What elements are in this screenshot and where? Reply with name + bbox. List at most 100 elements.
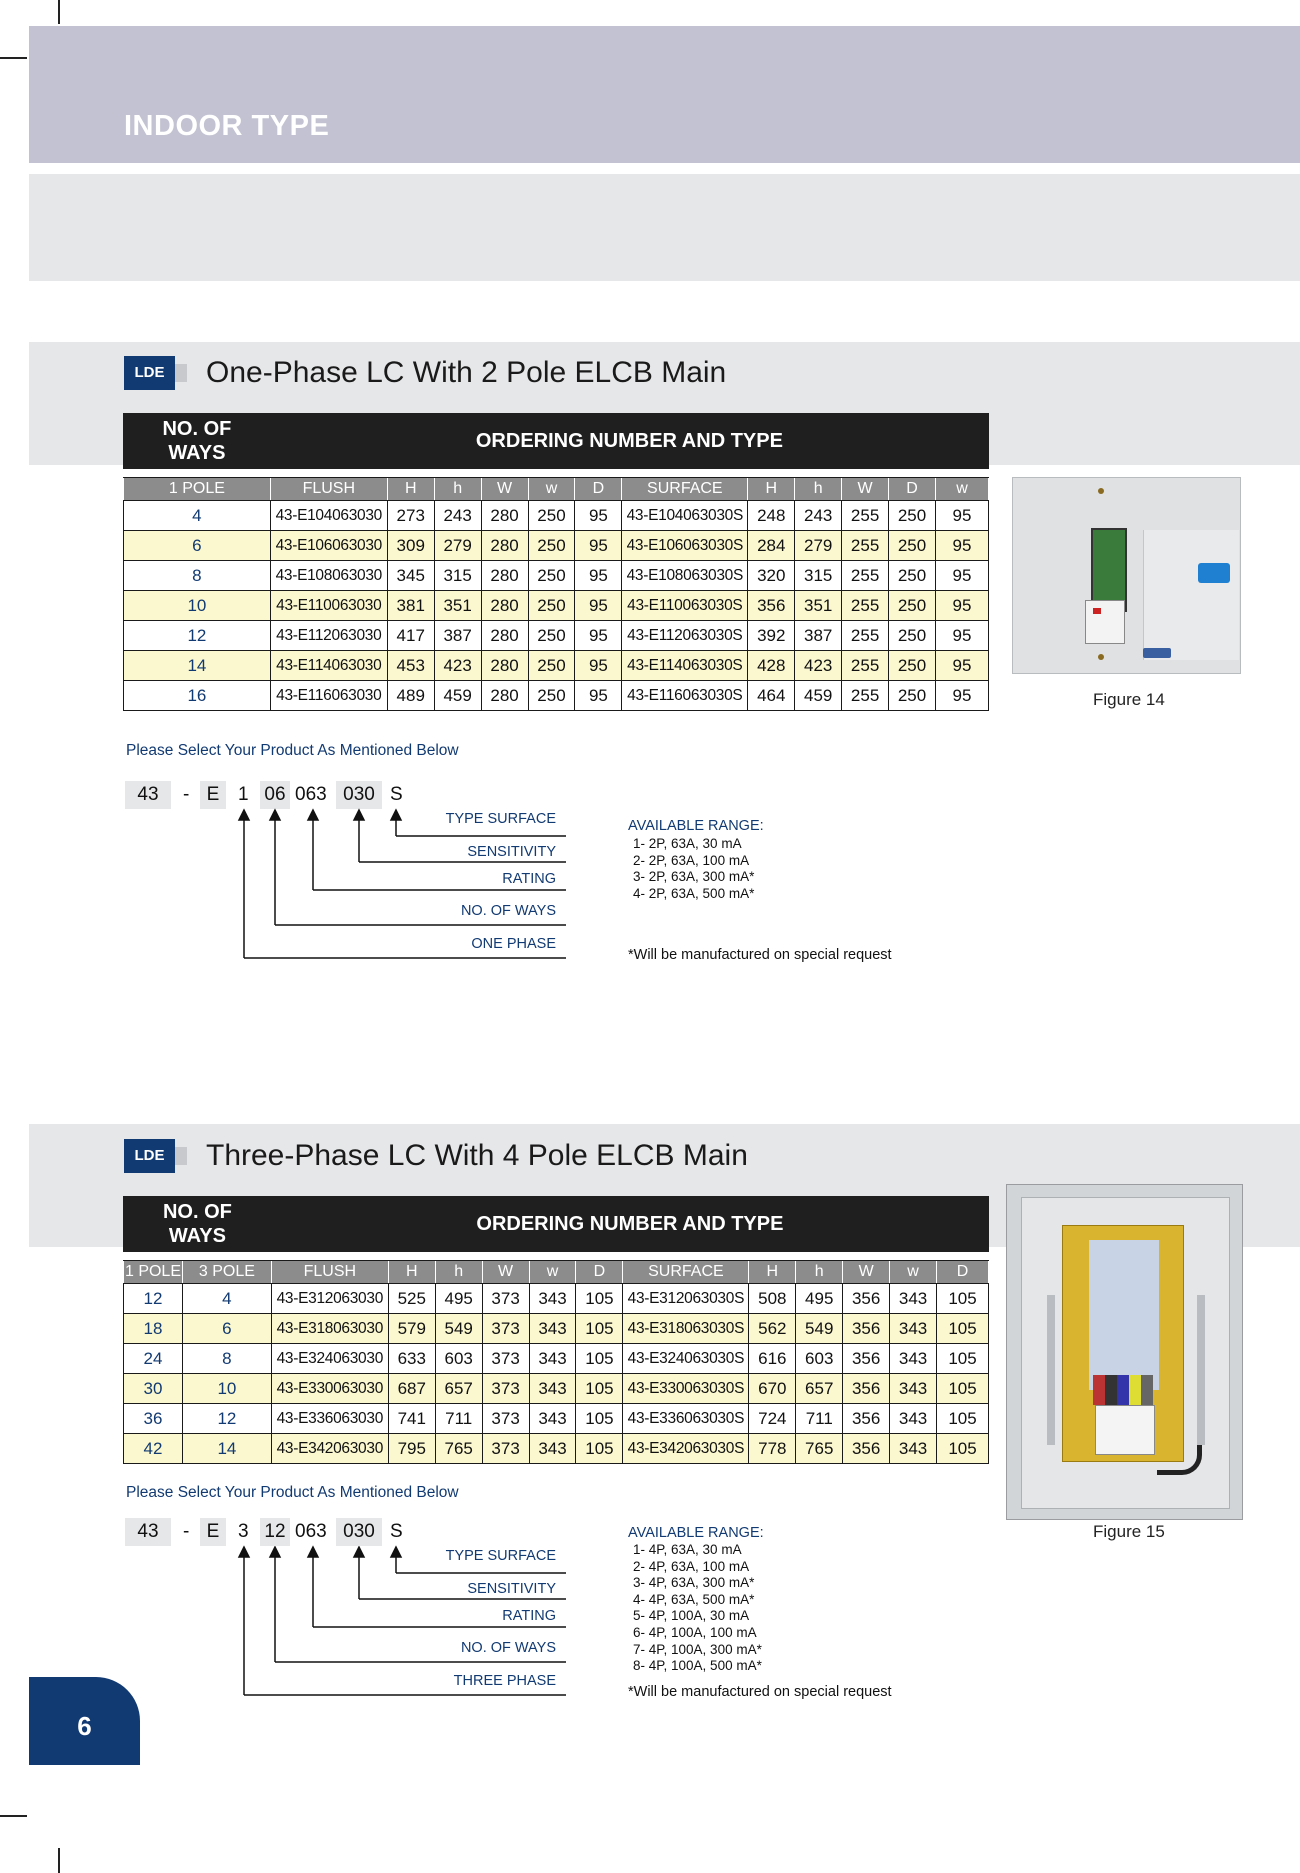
range-title: AVAILABLE RANGE:: [628, 818, 764, 834]
select-note: Please Select Your Product As Mentioned …: [126, 1484, 459, 1501]
table-cell: 459: [794, 680, 843, 711]
figure-caption: Figure 15: [1093, 1522, 1165, 1541]
table-cell: 343: [889, 1283, 938, 1314]
table-cell: 255: [841, 530, 890, 561]
table-cell: 95: [574, 560, 623, 591]
table-cell: 105: [936, 1403, 989, 1434]
table-cell: 579: [387, 1313, 436, 1344]
table-cell: 95: [574, 500, 623, 531]
range-item: 3- 2P, 63A, 300 mA*: [633, 869, 755, 885]
elcb-device: [1095, 1405, 1155, 1455]
ways-header: NO. OF WAYS: [123, 413, 271, 469]
ways-cell: 8: [181, 1343, 272, 1374]
table-cell: 43-E104063030S: [621, 500, 749, 531]
col-header: D: [936, 1260, 989, 1284]
table-cell: 320: [747, 560, 796, 591]
table-cell: 95: [574, 650, 623, 681]
elcb-device: [1085, 600, 1125, 644]
table-cell: 105: [936, 1433, 989, 1464]
table-cell: 43-E330063030S: [622, 1373, 750, 1404]
main-header: ORDERING NUMBER AND TYPE: [269, 413, 990, 469]
page-number: 6: [77, 1711, 92, 1741]
table-cell: 43-E330063030: [270, 1373, 389, 1404]
col-header: H: [387, 1260, 436, 1284]
table-cell: 95: [934, 590, 990, 621]
table-cell: 687: [387, 1373, 436, 1404]
range-item: 6- 4P, 100A, 100 mA: [633, 1625, 757, 1640]
code-label: TYPE SURFACE: [445, 1548, 556, 1564]
ways-cell: 24: [123, 1343, 183, 1374]
table-cell: 105: [575, 1373, 624, 1404]
table-cell: 43-E114063030S: [621, 650, 749, 681]
table-cell: 243: [433, 500, 482, 531]
code-part: 030: [336, 1518, 382, 1546]
table-cell: 765: [434, 1433, 483, 1464]
lde-badge-tab: [175, 1147, 187, 1165]
lde-badge-label: LDE: [124, 356, 175, 390]
table-cell: 250: [527, 560, 576, 591]
code-part: 1: [238, 784, 249, 805]
table-cell: 43-E104063030: [269, 500, 388, 531]
product-photo-one-phase: [1012, 477, 1241, 674]
table-cell: 43-E112063030S: [621, 620, 749, 651]
table-cell: 105: [575, 1403, 624, 1434]
table-cell: 603: [434, 1343, 483, 1374]
table-cell: 95: [934, 650, 990, 681]
section-title: One-Phase LC With 2 Pole ELCB Main: [206, 356, 727, 389]
table-cell: 741: [387, 1403, 436, 1434]
table-cell: 95: [934, 680, 990, 711]
crop-mark: [0, 57, 27, 59]
table-cell: 250: [527, 500, 576, 531]
col-header: FLUSH: [270, 1260, 389, 1284]
table-cell: 279: [433, 530, 482, 561]
col-header: 3 POLE: [181, 1260, 272, 1284]
ways-cell: 30: [123, 1373, 183, 1404]
table-cell: 95: [574, 590, 623, 621]
table-cell: 43-E312063030: [270, 1283, 389, 1314]
table-cell: 670: [748, 1373, 797, 1404]
code-label: ONE PHASE: [471, 936, 556, 952]
din-rail-left: [1047, 1295, 1055, 1445]
code-part: 063: [295, 1521, 327, 1542]
table-cell: 43-E342063030: [270, 1433, 389, 1464]
range-item: 4- 4P, 63A, 500 mA*: [633, 1591, 755, 1607]
table-cell: 343: [889, 1373, 938, 1404]
table-cell: 345: [386, 560, 435, 591]
col-header: w: [527, 477, 576, 501]
code-part: 12: [260, 1518, 290, 1546]
table-cell: 250: [888, 680, 936, 711]
table-cell: 250: [888, 650, 936, 681]
table-cell: 280: [480, 650, 529, 681]
table-cell: 603: [795, 1343, 844, 1374]
range-title: AVAILABLE RANGE:: [628, 1525, 764, 1541]
code-part: E: [200, 781, 226, 809]
table-cell: 250: [527, 650, 576, 681]
product-photo-three-phase: [1006, 1184, 1243, 1520]
table-cell: 356: [842, 1283, 891, 1314]
table-cell: 95: [574, 620, 623, 651]
table-cell: 309: [386, 530, 435, 561]
special-request-note: *Will be manufactured on special request: [628, 947, 892, 963]
table-cell: 280: [480, 500, 529, 531]
table-cell: 315: [433, 560, 482, 591]
col-header: 1 POLE: [123, 477, 271, 501]
sub-header-row: 1 POLE 3 POLE FLUSH H h W w D SURFACE H …: [123, 1260, 989, 1284]
wiring-bundle: [1093, 1375, 1153, 1405]
page-title: INDOOR TYPE: [124, 110, 330, 142]
table-cell: 387: [794, 620, 843, 651]
table-cell: 387: [433, 620, 482, 651]
table-cell: 373: [481, 1403, 530, 1434]
table-cell: 343: [889, 1403, 938, 1434]
header-sub-band: [29, 174, 1300, 281]
table-cell: 43-E108063030S: [621, 560, 749, 591]
code-part: 063: [295, 784, 327, 805]
table-cell: 525: [387, 1283, 436, 1314]
